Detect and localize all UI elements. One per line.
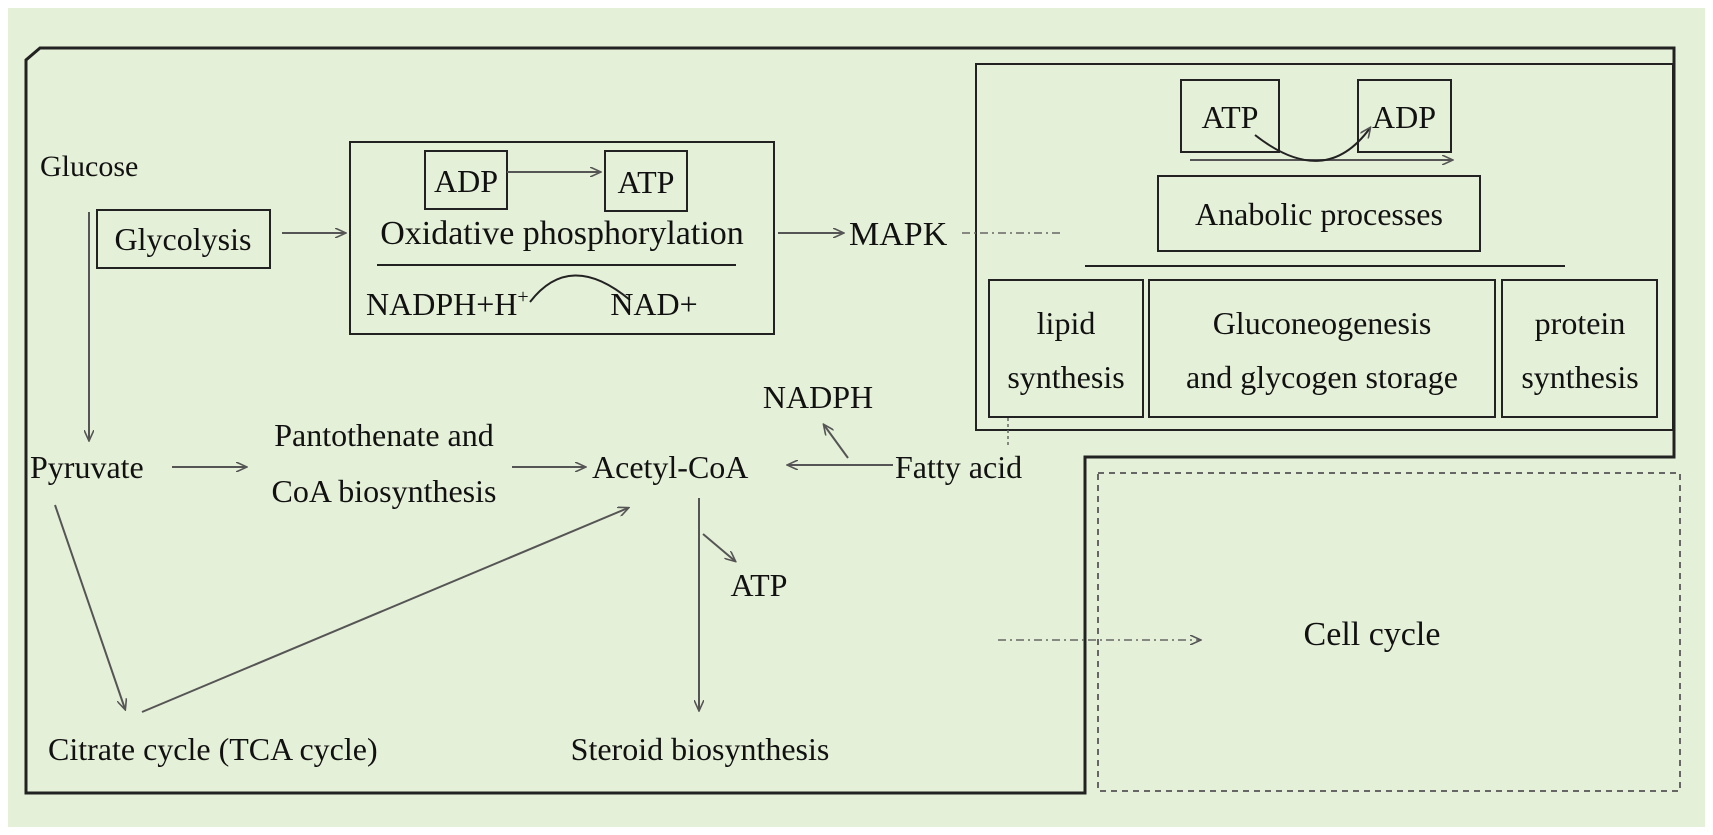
citrate-cycle-label: Citrate cycle (TCA cycle)	[48, 731, 378, 767]
oxphos-box	[349, 141, 775, 335]
protein-synthesis-box	[1501, 279, 1658, 418]
pyruvate-to-citrate-arrow	[54, 504, 125, 709]
atp-right-box	[1180, 79, 1280, 153]
glucose-label: Glucose	[40, 150, 138, 183]
fattyacid-to-nadph-arrow	[824, 425, 849, 459]
nadph-nad-arc	[529, 274, 631, 303]
cell-cycle-box	[1097, 472, 1681, 792]
mapk-label: MAPK	[849, 216, 948, 253]
cell-cycle-label: Cell cycle	[1304, 616, 1441, 653]
lipid-synthesis-box	[988, 279, 1144, 418]
gluconeogenesis-label-2: and glycogen storage	[1186, 359, 1458, 395]
nadph-h-superscript: +	[517, 286, 528, 308]
acetylcoa-to-atp-arrow	[702, 533, 735, 561]
pyruvate-label: Pyruvate	[30, 449, 144, 485]
atp-mid-label: ATP	[731, 567, 788, 603]
pantothenate-label-1: Pantothenate and	[274, 417, 493, 453]
atp-left-box	[604, 150, 688, 212]
protein-synthesis-label-1: protein	[1535, 305, 1626, 341]
anabolic-processes-box	[1157, 175, 1481, 252]
lipid-synthesis-label-1: lipid	[1037, 305, 1096, 341]
adp-left-label: ADP	[434, 163, 498, 199]
oxidative-phosphorylation-label: Oxidative phosphorylation	[380, 215, 744, 252]
atp-adp-curve	[1254, 128, 1370, 162]
protein-synthesis-label-2: synthesis	[1521, 359, 1638, 395]
citrate-to-acetylcoa-arrow	[141, 508, 628, 713]
nadph-h-label: NADPH+H+	[366, 286, 529, 322]
atp-left-label: ATP	[618, 164, 675, 200]
pantothenate-label-2: CoA biosynthesis	[272, 473, 497, 509]
glycolysis-label: Glycolysis	[115, 221, 252, 257]
gluconeogenesis-box	[1148, 279, 1496, 418]
atp-right-label: ATP	[1202, 99, 1259, 135]
adp-left-box	[424, 150, 508, 210]
adp-right-box	[1357, 79, 1452, 153]
adp-right-label: ADP	[1372, 99, 1436, 135]
nad-plus-label: NAD+	[610, 286, 697, 322]
gluconeogenesis-label-1: Gluconeogenesis	[1213, 305, 1432, 341]
nadph-label: NADPH	[763, 379, 873, 415]
glycolysis-box	[96, 209, 271, 269]
fatty-acid-label: Fatty acid	[895, 449, 1022, 485]
anabolic-outer-box	[975, 63, 1674, 431]
acetyl-coa-label: Acetyl-CoA	[592, 449, 748, 485]
steroid-biosynthesis-label: Steroid biosynthesis	[571, 731, 830, 767]
lipid-synthesis-label-2: synthesis	[1007, 359, 1124, 395]
anabolic-processes-label: Anabolic processes	[1195, 196, 1443, 232]
